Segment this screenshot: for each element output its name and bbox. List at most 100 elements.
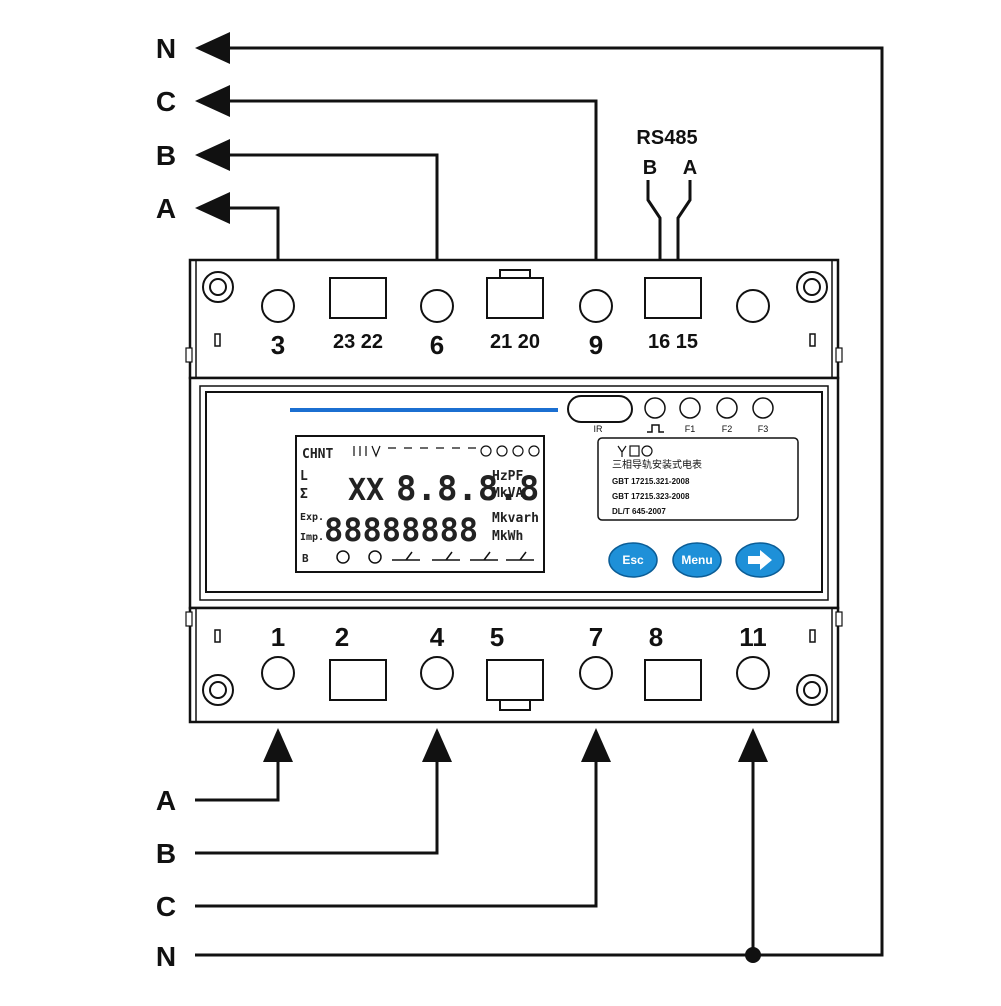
- svg-text:XX: XX: [348, 473, 384, 508]
- terminal-label-1: 1: [271, 622, 285, 652]
- bottom-terminal-labels: 1 2 4 5 7 8 11: [271, 622, 767, 652]
- terminal-5-socket: [486, 659, 544, 701]
- wire-c-bottom: [195, 752, 598, 908]
- rs485-labels: RS485 B A: [636, 127, 697, 179]
- terminal-label-7: 7: [589, 622, 603, 652]
- terminal-label-2: 2: [335, 622, 349, 652]
- terminal-label-6: 6: [430, 330, 444, 360]
- terminal-label-21-20: 21 20: [490, 331, 540, 353]
- top-terminals: [261, 269, 770, 323]
- terminal-8-socket: [644, 659, 702, 701]
- indicator-leds: [644, 397, 774, 419]
- terminal-1-screw: [261, 656, 295, 690]
- terminal-label-8: 8: [649, 622, 663, 652]
- label-panel: 三相导轨安装式电表 GBT 17215.321-2008 GBT 17215.3…: [597, 437, 799, 521]
- rs485-title: RS485: [636, 127, 697, 149]
- next-button[interactable]: [735, 542, 785, 578]
- terminal-2-socket: [329, 659, 387, 701]
- lcd-unit-mkvarh: Mkvarh: [492, 511, 539, 526]
- terminal-label-23-22: 23 22: [333, 331, 383, 353]
- wire-a-top: [218, 206, 280, 260]
- control-buttons: Esc Menu: [608, 542, 785, 578]
- wire-rs485-a: [676, 180, 692, 280]
- f2-label: F2: [722, 424, 733, 434]
- display-window: [205, 391, 823, 593]
- lcd-brand: CHNT: [302, 447, 333, 462]
- lcd-unit-mkva: MkVA: [492, 486, 523, 501]
- arrow-c-top: [195, 85, 230, 117]
- rs485-a-label: A: [683, 157, 697, 179]
- corner-screws: [202, 271, 828, 706]
- phase-labels-top: N C B A: [156, 33, 176, 224]
- arrow-right-icon: [748, 550, 772, 570]
- terminal-23-22-socket: [329, 277, 387, 319]
- arrow-n-top: [195, 32, 230, 64]
- terminal-label-5: 5: [490, 622, 504, 652]
- terminal-label-4: 4: [430, 622, 445, 652]
- lcd-row1-digits: 8.8.8.8: [396, 469, 539, 509]
- terminal-7-screw: [579, 656, 613, 690]
- phase-label-n-top: N: [156, 33, 176, 64]
- f1-led: [679, 397, 701, 419]
- wire-rs485-b: [646, 180, 662, 280]
- terminal-11-screw: [736, 656, 770, 690]
- phase-label-c-top: C: [156, 86, 176, 117]
- top-wires: [195, 32, 884, 948]
- terminal-label-9: 9: [589, 330, 603, 360]
- label-line2: GBT 17215.321-2008: [612, 477, 690, 486]
- f3-label: F3: [758, 424, 769, 434]
- terminal-3-screw: [261, 289, 295, 323]
- menu-button-label: Menu: [681, 553, 712, 567]
- arrow-c-bottom: [581, 728, 611, 762]
- lcd-exp-label: Exp.: [300, 512, 324, 523]
- lcd-sigma-symbol: Σ: [300, 487, 308, 502]
- terminal-21-20-socket: [486, 277, 544, 319]
- wire-c-top: [218, 99, 598, 260]
- ir-label: IR: [594, 424, 604, 434]
- ir-window: [567, 395, 633, 423]
- wire-n-top: [218, 46, 884, 948]
- arrow-n-bottom: [738, 728, 768, 762]
- arrow-b-bottom: [422, 728, 452, 762]
- junction-dot: [745, 947, 761, 963]
- wire-a-bottom: [195, 752, 280, 802]
- lcd-row2-digits: 88888888: [324, 511, 478, 549]
- pulse-icon: [647, 424, 664, 433]
- arrow-b-top: [195, 139, 230, 171]
- menu-button[interactable]: Menu: [672, 542, 722, 578]
- lcd-imp-label: Imp.: [300, 532, 324, 543]
- lcd-unit-hzpf: HzPF: [492, 469, 523, 484]
- rs485-b-label: B: [643, 157, 657, 179]
- arrow-a-bottom: [263, 728, 293, 762]
- phase-label-n-bottom: N: [156, 941, 176, 972]
- wire-b-bottom: [195, 752, 439, 855]
- phase-label-a-top: A: [156, 193, 176, 224]
- pulse-led: [644, 397, 666, 419]
- terminal-4-screw: [420, 656, 454, 690]
- f2-led: [716, 397, 738, 419]
- esc-button[interactable]: Esc: [608, 542, 658, 578]
- f1-label: F1: [685, 424, 696, 434]
- phase-label-b-bottom: B: [156, 838, 176, 869]
- esc-button-label: Esc: [622, 553, 644, 567]
- terminal-16-15-socket: [644, 277, 702, 319]
- arrow-a-top: [195, 192, 230, 224]
- phase-label-a-bottom: A: [156, 785, 176, 816]
- bottom-terminals: [261, 656, 770, 711]
- label-line4: DL/T 645-2007: [612, 507, 666, 516]
- phase-label-c-bottom: C: [156, 891, 176, 922]
- label-line1: 三相导轨安装式电表: [612, 458, 702, 471]
- wire-n-bottom: [195, 948, 884, 957]
- terminal-6-screw: [420, 289, 454, 323]
- phase-labels-bottom: A B C N: [156, 785, 176, 972]
- terminal-label-3: 3: [271, 330, 285, 360]
- lcd-unit-mkwh: MkWh: [492, 529, 523, 544]
- label-line3: GBT 17215.323-2008: [612, 492, 690, 501]
- f3-led: [752, 397, 774, 419]
- terminal-label-16-15: 16 15: [648, 331, 698, 353]
- wire-b-top: [218, 153, 439, 260]
- terminal-label-11: 11: [739, 622, 767, 652]
- phase-label-b-top: B: [156, 140, 176, 171]
